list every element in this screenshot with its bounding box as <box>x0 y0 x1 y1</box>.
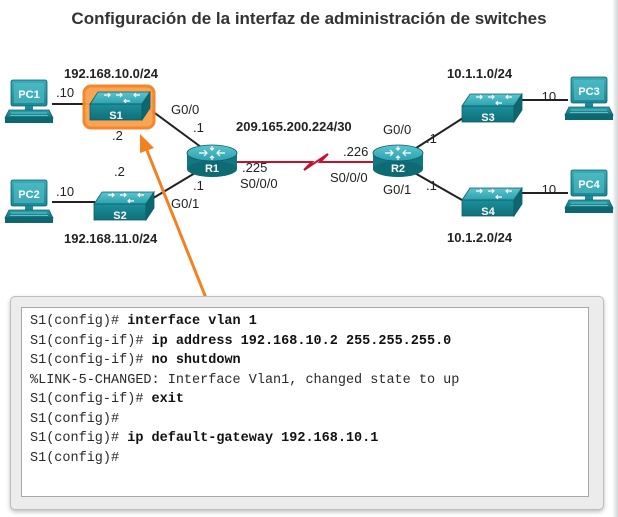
address-r1-g01: .1 <box>193 178 204 193</box>
cli-line: %LINK-5-CHANGED: Interface Vlan1, change… <box>30 371 580 391</box>
address-s1: .2 <box>112 128 123 143</box>
interface-r2-s000: S0/0/0 <box>330 170 368 185</box>
r2-label: R2 <box>391 163 405 175</box>
s2-label: S2 <box>113 210 126 222</box>
link-r2-s4 <box>412 171 463 201</box>
pc1-label: PC1 <box>18 89 39 101</box>
network-label-lan-s1: 192.168.10.0/24 <box>64 66 159 81</box>
pc4-label: PC4 <box>578 179 600 191</box>
address-r2-s000: .226 <box>343 144 368 159</box>
cli-prompt: S1(config)# <box>30 411 120 427</box>
address-r1-s000: .225 <box>242 160 267 175</box>
cli-line: S1(config-if)# no shutdown <box>30 351 580 371</box>
network-label-lan-s4: 10.1.2.0/24 <box>447 230 513 245</box>
address-r1-g00: .1 <box>193 120 204 135</box>
r1-device[interactable]: R1 <box>186 144 238 178</box>
s2-device[interactable]: S2 <box>93 191 155 222</box>
cli-command: ip default-gateway 192.168.10.1 <box>127 431 379 446</box>
s3-device[interactable]: S3 <box>461 93 523 124</box>
s1-device[interactable]: S1 <box>89 91 151 122</box>
r1-label: R1 <box>205 163 219 175</box>
cli-line: S1(config-if)# ip address 192.168.10.2 2… <box>30 332 580 352</box>
network-label-lan-s3: 10.1.1.0/24 <box>447 66 513 81</box>
interface-r2-g01: G0/1 <box>383 182 411 197</box>
network-label-wan: 209.165.200.224/30 <box>236 119 352 134</box>
network-label-lan-s2: 192.168.11.0/24 <box>64 231 158 246</box>
interface-r1-g01: G0/1 <box>171 196 199 211</box>
link-s1-r1 <box>147 107 206 151</box>
pc3-device[interactable]: PC3 <box>564 76 614 121</box>
address-pc2: .10 <box>56 184 74 199</box>
address-r2-g01: .1 <box>426 178 437 193</box>
address-s2: .2 <box>114 164 125 179</box>
pc2-device[interactable]: PC2 <box>4 179 54 224</box>
interface-r1-s000: S0/0/0 <box>240 176 278 191</box>
right-edge-shadow <box>612 0 618 517</box>
address-pc3: .10 <box>538 89 556 104</box>
link-s2-r1 <box>149 169 201 201</box>
r2-device[interactable]: R2 <box>372 144 424 178</box>
address-pc1: .10 <box>56 85 74 100</box>
s4-label: S4 <box>481 206 495 218</box>
callout-arrow <box>140 134 208 299</box>
address-pc4: .10 <box>538 182 556 197</box>
cli-line: S1(config)# <box>30 449 580 469</box>
cli-command: ip address 192.168.10.2 255.255.255.0 <box>151 333 452 349</box>
cli-prompt: S1(config)# <box>30 431 128 446</box>
cli-prompt: S1(config-if)# <box>30 392 152 407</box>
cli-command: exit <box>151 392 184 407</box>
cli-prompt: S1(config-if)# <box>30 333 152 349</box>
page-title: Configuración de la interfaz de administ… <box>71 9 547 28</box>
cli-line: S1(config)# ip default-gateway 192.168.1… <box>30 429 580 449</box>
cli-line: S1(config)# <box>30 410 580 430</box>
pc2-label: PC2 <box>18 189 39 201</box>
cli-prompt: S1(config)# <box>30 314 128 329</box>
cli-prompt: S1(config-if)# <box>30 353 152 368</box>
link-serial-r1-r2 <box>237 153 375 171</box>
s1-label: S1 <box>109 110 122 122</box>
links <box>52 99 568 203</box>
pc1-device[interactable]: PC1 <box>4 79 54 124</box>
cli-line: S1(config)# interface vlan 1 <box>30 312 580 332</box>
link-r2-s3 <box>412 117 464 151</box>
s3-label: S3 <box>481 112 494 124</box>
cli-prompt: S1(config)# <box>30 450 120 466</box>
cli-command: interface vlan 1 <box>127 314 257 329</box>
cli-prompt: %LINK-5-CHANGED: Interface Vlan1, change… <box>30 372 460 388</box>
pc4-device[interactable]: PC4 <box>564 169 614 214</box>
address-r2-g00: .1 <box>426 131 437 146</box>
cli-command: no shutdown <box>151 353 241 368</box>
interface-r2-g00: G0/0 <box>383 122 411 137</box>
interface-r1-g00: G0/0 <box>171 102 199 117</box>
cli-line: S1(config-if)# exit <box>30 390 580 410</box>
s4-device[interactable]: S4 <box>461 187 523 218</box>
pc3-label: PC3 <box>578 86 599 98</box>
network-topology-diagram: PC1 PC2 PC3 PC4 S1 S2 S3 S4 R1 R2 192.16… <box>4 66 614 299</box>
